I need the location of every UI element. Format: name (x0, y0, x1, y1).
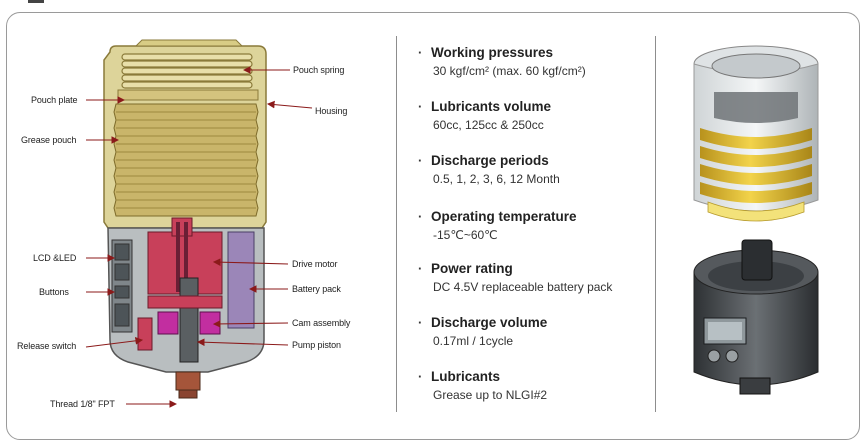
bullet-icon: · (418, 99, 423, 114)
arrow-pump-piston (196, 338, 289, 347)
label-thread: Thread 1/8" FPT (50, 399, 115, 409)
spec-value: -15℃~60℃ (433, 228, 498, 242)
lcd-panel (111, 239, 133, 333)
label-battery-pack: Battery pack (292, 284, 341, 294)
bullet-icon: · (418, 45, 423, 60)
arrow-cam-assembly (212, 320, 289, 328)
spec-title: Working pressures (431, 45, 554, 60)
spec-value: Grease up to NLGI#2 (433, 388, 548, 402)
spec-discharge-periods: · Discharge periods 0.5, 1, 2, 3, 6, 12 … (418, 153, 648, 193)
label-lcd-led: LCD &LED (33, 253, 77, 263)
divider-right (655, 36, 656, 412)
label-release-switch: Release switch (17, 341, 77, 351)
housing-cap (134, 39, 244, 47)
label-pouch-spring: Pouch spring (293, 65, 345, 75)
spec-power-rating: · Power rating DC 4.5V replaceable batte… (418, 261, 648, 301)
spec-discharge-volume: · Discharge volume 0.17ml / 1cycle (418, 315, 648, 355)
top-edge-marker (28, 0, 44, 3)
spec-title: Power rating (431, 261, 513, 276)
label-pump-piston: Pump piston (292, 340, 341, 350)
label-pouch-plate: Pouch plate (31, 95, 78, 105)
cartridge-render (693, 45, 819, 222)
arrow-drive-motor (212, 258, 289, 267)
bullet-icon: · (418, 209, 423, 224)
spec-title: Lubricants (431, 369, 501, 384)
drive-unit-render (693, 239, 819, 395)
arrow-release-switch (85, 336, 144, 348)
spec-value: 60cc, 125cc & 250cc (433, 118, 544, 132)
divider-left (396, 36, 397, 412)
spec-title: Discharge periods (431, 153, 549, 168)
cam-assembly (157, 311, 221, 335)
label-housing: Housing (315, 106, 348, 116)
bullet-icon: · (418, 153, 423, 168)
label-cam-assembly: Cam assembly (292, 318, 351, 328)
label-buttons: Buttons (39, 287, 69, 297)
arrow-housing (266, 100, 313, 109)
spec-value: DC 4.5V replaceable battery pack (433, 280, 613, 294)
spec-title: Discharge volume (431, 315, 548, 330)
spec-lubricants: · Lubricants Grease up to NLGI#2 (418, 369, 648, 409)
spec-value: 30 kgf/cm² (max. 60 kgf/cm²) (433, 64, 586, 78)
spec-value: 0.5, 1, 2, 3, 6, 12 Month (433, 172, 560, 186)
pouch-plate (117, 89, 259, 101)
spec-working-pressures: · Working pressures 30 kgf/cm² (max. 60 … (418, 45, 648, 85)
battery-pack (227, 231, 255, 329)
bullet-icon: · (418, 369, 423, 384)
label-drive-motor: Drive motor (292, 259, 338, 269)
spec-lubricants-volume: · Lubricants volume 60cc, 125cc & 250cc (418, 99, 648, 139)
spec-title: Lubricants volume (431, 99, 552, 114)
spec-operating-temperature: · Operating temperature -15℃~60℃ (418, 209, 648, 249)
pouch-spring (121, 53, 253, 89)
label-grease-pouch: Grease pouch (21, 135, 77, 145)
spec-value: 0.17ml / 1cycle (433, 334, 514, 348)
spec-title: Operating temperature (431, 209, 577, 224)
bullet-icon: · (418, 315, 423, 330)
bullet-icon: · (418, 261, 423, 276)
